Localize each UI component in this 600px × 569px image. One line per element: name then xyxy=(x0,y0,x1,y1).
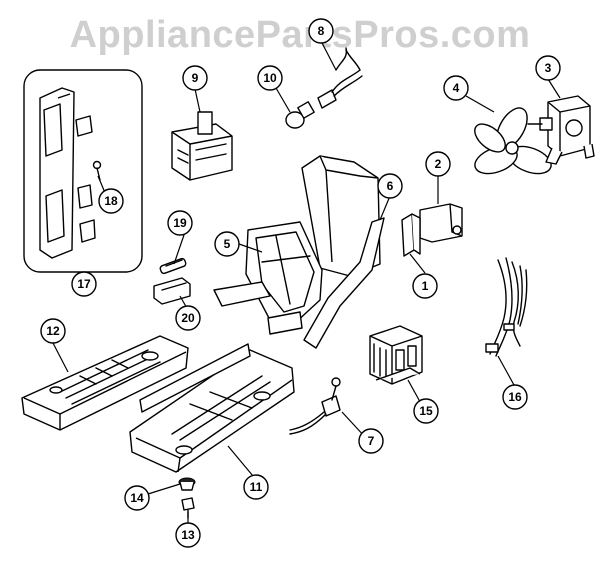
callout-16-label: 16 xyxy=(508,390,522,404)
part-3-fan-motor xyxy=(527,95,595,165)
part-17-interlock-bracket xyxy=(39,87,96,259)
callout-7: 7 xyxy=(358,428,384,454)
part-8-lamp-socket xyxy=(317,47,363,109)
part-10-lamp-bulb xyxy=(285,101,315,129)
part-7-thermal-sensor xyxy=(289,377,341,435)
callout-10: 10 xyxy=(257,65,283,91)
callout-20: 20 xyxy=(175,305,201,331)
callout-18-label: 18 xyxy=(104,194,118,208)
callout-6-label: 6 xyxy=(387,179,394,193)
callout-13-label: 13 xyxy=(181,528,195,542)
callout-7-label: 7 xyxy=(368,434,375,448)
callout-9: 9 xyxy=(182,65,208,91)
callout-19-label: 19 xyxy=(173,216,187,230)
callout-3-label: 3 xyxy=(545,61,552,75)
callout-5-label: 5 xyxy=(224,237,231,251)
callout-20-label: 20 xyxy=(181,311,195,325)
callout-6: 6 xyxy=(377,173,403,199)
part-20-fuse-holder xyxy=(153,277,191,305)
part-18-screw xyxy=(92,160,102,181)
watermark-text: AppliancePartsPros.com xyxy=(69,14,531,56)
callout-19: 19 xyxy=(167,210,193,236)
callout-4: 4 xyxy=(443,75,469,101)
callout-12: 12 xyxy=(40,318,66,344)
part-9-magnetron xyxy=(171,111,233,181)
callout-16: 16 xyxy=(502,384,528,410)
part-4-fan-blade xyxy=(474,107,552,175)
callout-17-label: 17 xyxy=(77,277,91,291)
callout-4-label: 4 xyxy=(453,81,460,95)
part-12-base-plate xyxy=(21,335,189,431)
callout-9-label: 9 xyxy=(192,71,199,85)
callout-14-label: 14 xyxy=(130,491,144,505)
callout-5: 5 xyxy=(214,231,240,257)
callout-8-label: 8 xyxy=(318,24,325,38)
callout-12-label: 12 xyxy=(46,324,60,338)
callout-17: 17 xyxy=(71,271,97,297)
callout-8: 8 xyxy=(308,18,334,44)
part-19-fuse xyxy=(159,257,187,275)
callout-15-label: 15 xyxy=(419,404,433,418)
callout-13: 13 xyxy=(175,522,201,548)
callout-10-label: 10 xyxy=(263,71,277,85)
callout-2: 2 xyxy=(425,151,451,177)
callout-15: 15 xyxy=(413,398,439,424)
part-2-capacitor xyxy=(419,203,463,243)
callout-1-label: 1 xyxy=(422,279,429,293)
callout-3: 3 xyxy=(535,55,561,81)
part-14-foot xyxy=(178,477,196,491)
callout-18: 18 xyxy=(98,188,124,214)
part-6-guide-strip xyxy=(303,217,385,349)
callout-14: 14 xyxy=(124,485,150,511)
part-15-transformer xyxy=(369,325,423,385)
callout-1: 1 xyxy=(412,273,438,299)
part-5-waveguide xyxy=(213,155,381,335)
part-1-bracket xyxy=(401,213,421,257)
callout-2-label: 2 xyxy=(435,157,442,171)
part-16-wire-harness xyxy=(485,257,528,357)
part-11-base-plate xyxy=(129,343,295,473)
callout-11: 11 xyxy=(243,474,269,500)
callout-11-label: 11 xyxy=(250,480,263,494)
